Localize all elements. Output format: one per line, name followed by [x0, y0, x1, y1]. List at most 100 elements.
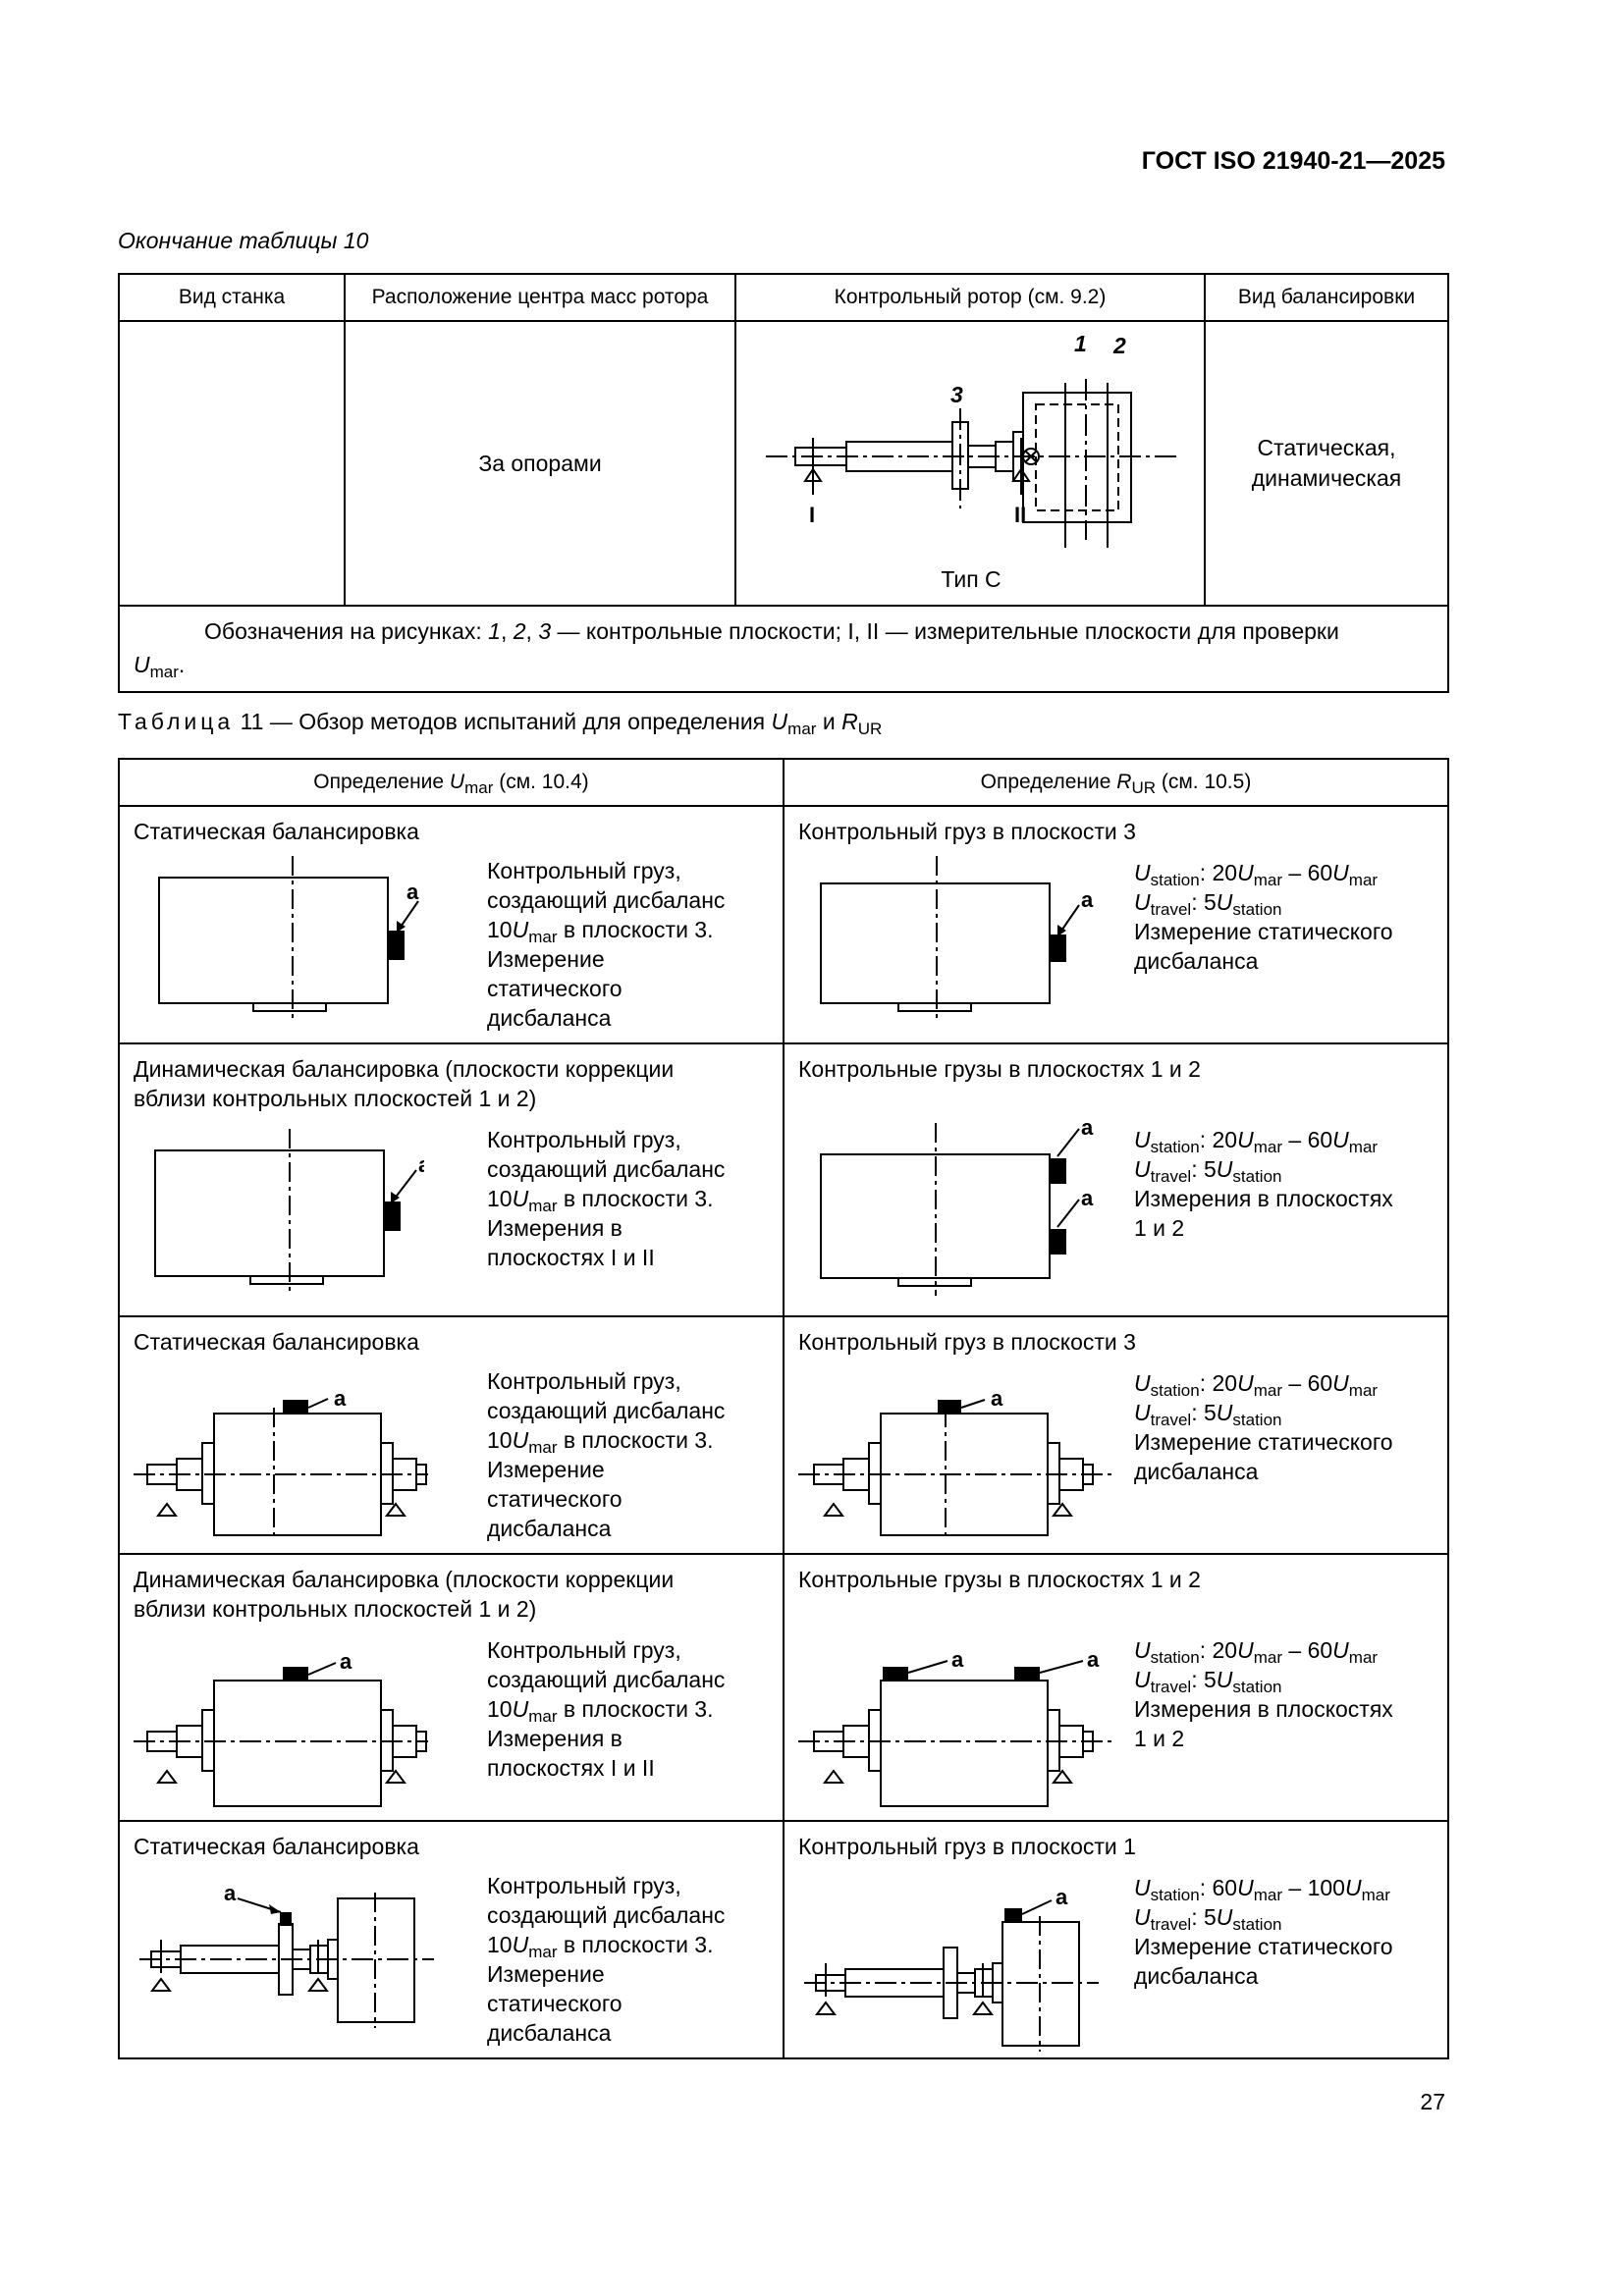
- label-a: а: [951, 1647, 964, 1672]
- label-a: а: [1056, 1885, 1068, 1909]
- cell-left-static-1: Статическая балансировка а Контрольный г…: [118, 805, 785, 1044]
- table-10: Вид станка Расположение центра масс рото…: [118, 273, 1449, 693]
- overhung-rotor-figure: а: [139, 1881, 434, 2028]
- note-n1: 1: [488, 618, 501, 644]
- note-sep1: ,: [500, 618, 514, 644]
- label-a: а: [1081, 887, 1094, 912]
- u-station-range: Ustation: 20Umar – 60Umar: [1134, 860, 1379, 889]
- label-plane-II: II: [1014, 503, 1026, 527]
- h2-r: R: [1116, 771, 1132, 793]
- h2-pre: Определение: [980, 771, 1117, 793]
- table-note: Обозначения на рисунках: 1, 2, 3 — контр…: [118, 605, 1449, 693]
- cell-right-static-3: Контрольный груз в плоскости 1: [783, 1820, 1449, 2059]
- u-travel: Utravel: 5Ustation: [1134, 889, 1282, 919]
- cell-right-dynamic-2: Контрольные грузы в плоскостях 1 и 2: [783, 1553, 1449, 1822]
- table-row: За опорами: [118, 320, 1449, 607]
- cell-control-rotor: 1 2 3 I II Тип С: [734, 320, 1206, 607]
- measure-text: Измерение статического: [1134, 919, 1393, 944]
- header-control-rotor: Контрольный ротор (см. 9.2): [734, 273, 1206, 322]
- caption-and: и: [816, 709, 842, 734]
- description: Ustation: 20Umar – 60Umar Utravel: 5Usta…: [1134, 1370, 1393, 1484]
- label-a: а: [1081, 1123, 1094, 1140]
- disc-rotor-figure: а: [154, 1129, 424, 1294]
- caption-u-sub: mar: [787, 720, 817, 738]
- label-a: а: [406, 880, 419, 904]
- note-mid: — контрольные плоскости; I, II — измерит…: [551, 618, 1339, 644]
- caption-r: R: [841, 709, 858, 734]
- note-prefix: Обозначения на рисунках:: [204, 618, 489, 644]
- table-11-caption: Таблица 11 — Обзор методов испытаний для…: [118, 709, 882, 738]
- d-line6: дисбаланса: [487, 1005, 612, 1031]
- row-title: Динамическая балансировка (плоскости кор…: [134, 1056, 675, 1111]
- d-line4: Измерение: [487, 946, 605, 972]
- d-line5: статического: [487, 976, 623, 1001]
- header-umar-determination: Определение Umar (см. 10.4): [118, 758, 785, 807]
- description: Контрольный груз, создающий дисбаланс 10…: [487, 1368, 726, 1541]
- disc-rotor-figure: а а: [820, 1123, 1094, 1296]
- note-sub: mar: [149, 663, 179, 681]
- label-a: а: [1087, 1647, 1100, 1672]
- label-a: а: [991, 1386, 1003, 1411]
- label-plane-I: I: [809, 503, 815, 527]
- description: Контрольный груз, создающий дисбаланс 10…: [487, 856, 725, 1033]
- table-row: Динамическая балансировка (плоскости кор…: [118, 1042, 1449, 1317]
- balancing-line-1: Статическая,: [1257, 435, 1396, 460]
- table-11: Определение Umar (см. 10.4) Определение …: [118, 758, 1449, 2059]
- measure-text-2: дисбаланса: [1134, 948, 1259, 974]
- row-title: Статическая балансировка: [134, 819, 419, 844]
- cell-right-static-2: Контрольный груз в плоскости 3: [783, 1315, 1449, 1555]
- label-a: а: [224, 1881, 237, 1905]
- description: Ustation: 60Umar – 100Umar Utravel: 5Ust…: [1134, 1875, 1393, 1989]
- h1-sub: mar: [464, 778, 494, 797]
- table-row: Статическая балансировка: [118, 1820, 1449, 2059]
- table-row: Статическая балансировка а: [118, 1315, 1449, 1555]
- description: Контрольный груз, создающий дисбаланс 10…: [487, 1873, 726, 2046]
- label-a: а: [340, 1649, 352, 1674]
- overhung-rotor-figure: а: [804, 1885, 1099, 2052]
- cell-left-dynamic-2: Динамическая балансировка (плоскости кор…: [118, 1553, 785, 1822]
- h2-post: (см. 10.5): [1156, 771, 1252, 793]
- row-title: Контрольный груз в плоскости 3: [798, 819, 1136, 844]
- label-plane-3: 3: [950, 382, 963, 407]
- description: Ustation: 20Umar – 60Umar Utravel: 5Usta…: [1134, 1127, 1393, 1241]
- cell-mass-center: За опорами: [344, 320, 736, 607]
- label-plane-1: 1: [1074, 331, 1087, 356]
- note-n3: 3: [538, 618, 552, 644]
- table-continuation-title: Окончание таблицы 10: [118, 228, 369, 253]
- description: Контрольный груз, создающий дисбаланс 10…: [487, 1637, 726, 1781]
- cell-right-static-1: Контрольный груз в плоскости 3 а Ustatio…: [783, 805, 1449, 1044]
- label-a: а: [1081, 1186, 1094, 1210]
- note-n2: 2: [513, 618, 526, 644]
- label-plane-2: 2: [1112, 333, 1126, 358]
- description: Ustation: 20Umar – 60Umar Utravel: 5Usta…: [1134, 858, 1393, 976]
- note-sep2: ,: [525, 618, 539, 644]
- note-u: U: [134, 652, 150, 677]
- h1-u: U: [449, 771, 465, 793]
- disc-rotor-figure: а: [158, 856, 419, 1021]
- h2-sub: UR: [1131, 778, 1157, 797]
- note-end: .: [178, 652, 186, 677]
- caption-label: Таблица: [118, 709, 235, 734]
- row-title: Статическая балансировка: [134, 1329, 419, 1355]
- shaft-rotor-figure: а: [134, 1386, 428, 1541]
- row-title: Контрольный груз в плоскости 3: [798, 1329, 1136, 1355]
- row-title: Контрольный груз в плоскости 1: [798, 1834, 1136, 1859]
- label-a: а: [334, 1386, 347, 1411]
- d-line2: создающий дисбаланс: [487, 887, 726, 913]
- d-line3: 10Umar в плоскости 3.: [487, 917, 714, 946]
- cell-left-static-2: Статическая балансировка а: [118, 1315, 785, 1555]
- h1-post: (см. 10.4): [493, 771, 589, 793]
- disc-rotor-figure: а: [820, 856, 1094, 1021]
- header-machine-type: Вид станка: [118, 273, 346, 322]
- header-rur-determination: Определение RUR (см. 10.5): [783, 758, 1449, 807]
- d-line1: Контрольный груз,: [487, 858, 681, 883]
- cell-machine-type: [118, 320, 346, 607]
- cell-right-dynamic-1: Контрольные грузы в плоскостях 1 и 2 а а…: [783, 1042, 1449, 1317]
- header-mass-center: Расположение центра масс ротора: [344, 273, 736, 322]
- balancing-line-2: динамическая: [1251, 465, 1402, 491]
- table-row: Динамическая балансировка (плоскости кор…: [118, 1553, 1449, 1822]
- row-title: Контрольные грузы в плоскостях 1 и 2: [798, 1567, 1201, 1592]
- caption-text: 11 — Обзор методов испытаний для определ…: [234, 709, 772, 734]
- label-a: а: [418, 1152, 424, 1177]
- cell-left-dynamic-1: Динамическая балансировка (плоскости кор…: [118, 1042, 785, 1317]
